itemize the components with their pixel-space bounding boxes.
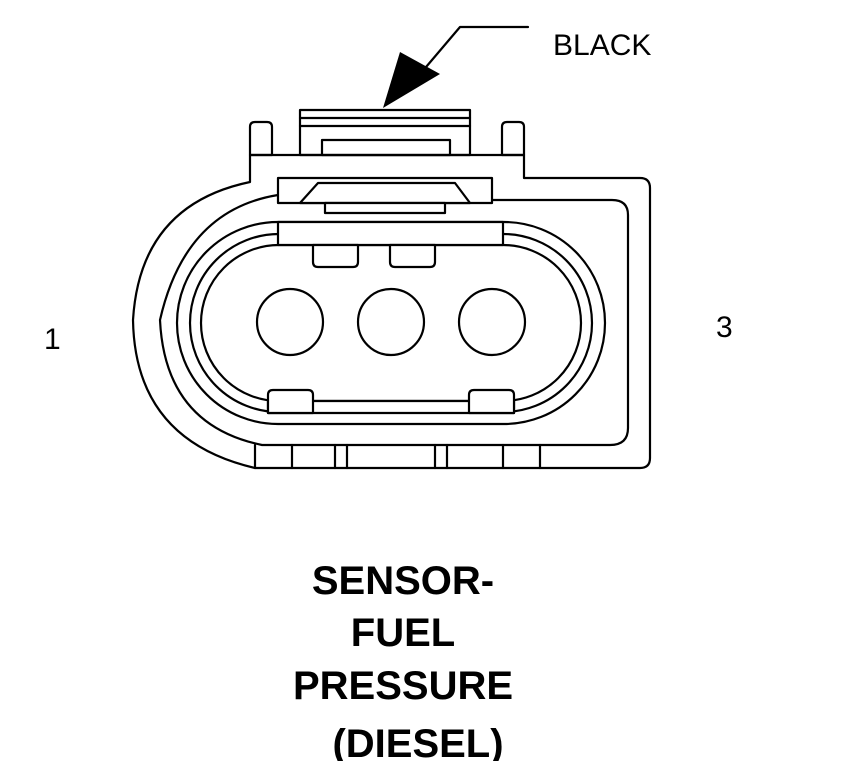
pin-1-terminal <box>255 287 325 357</box>
key-upper-left <box>311 243 360 269</box>
right-post <box>500 120 526 157</box>
arrowhead <box>383 52 440 108</box>
pin-label-right: 3 <box>716 311 733 344</box>
housing-outline <box>131 153 652 470</box>
leader-line <box>413 25 530 82</box>
pin-3-terminal <box>457 287 527 357</box>
key-lower-left <box>266 388 315 415</box>
housing-inner-line <box>158 193 630 447</box>
connector-housing <box>131 108 652 470</box>
title-line-1: SENSOR- <box>312 559 494 603</box>
color-label: BLACK <box>553 29 651 62</box>
title-line-2: FUEL <box>351 611 455 655</box>
terminal-cavity <box>175 220 607 426</box>
key-lower-right <box>467 388 516 415</box>
title-line-3: PRESSURE <box>293 664 513 708</box>
component-title: SENSOR- FUEL PRESSURE (DIESEL) <box>293 559 513 761</box>
title-line-4: (DIESEL) <box>332 722 503 761</box>
pin-2-terminal <box>356 287 426 357</box>
key-upper-right <box>388 243 437 269</box>
color-callout: BLACK <box>383 25 651 108</box>
pin-label-left: 1 <box>44 323 61 356</box>
left-post <box>248 120 274 157</box>
